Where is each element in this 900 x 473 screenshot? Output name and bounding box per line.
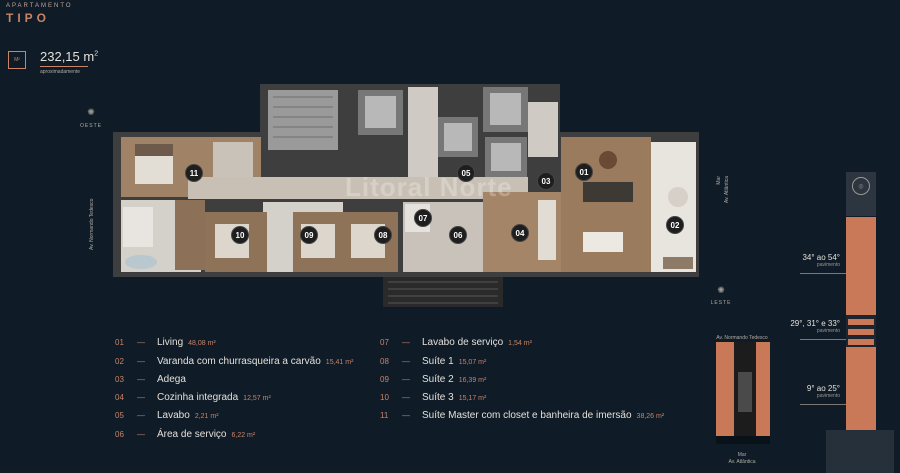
area-icon: M² xyxy=(8,51,26,69)
badge-04: 04 xyxy=(511,224,529,242)
legend-item-03: 03—Adega xyxy=(115,374,186,385)
badge-05: 05 xyxy=(457,164,475,182)
area-divider xyxy=(40,66,88,67)
map-street-top: Av. Normando Tedesco xyxy=(716,335,768,341)
badge-09: 09 xyxy=(300,226,318,244)
badge-07: 07 xyxy=(414,209,432,227)
building-base xyxy=(826,430,894,473)
plan-corridor xyxy=(188,177,528,199)
badge-02: 02 xyxy=(666,216,684,234)
badge-08: 08 xyxy=(374,226,392,244)
building-footprint xyxy=(738,372,752,412)
plan-balcony xyxy=(651,142,696,272)
floor-label-1: 34° ao 54°pavimento xyxy=(802,253,840,268)
floors-9-25 xyxy=(846,347,876,430)
floor-label-2: 29°, 31° e 33°pavimento xyxy=(790,319,840,334)
header-subtitle: APARTAMENTO xyxy=(6,3,73,9)
badge-10: 10 xyxy=(231,226,249,244)
sun-icon-west: ✺ xyxy=(87,107,95,117)
plan-dining-table xyxy=(583,232,623,252)
badge-01: 01 xyxy=(575,163,593,181)
badge-11: 11 xyxy=(185,164,203,182)
badge-03: 03 xyxy=(537,172,555,190)
map-street-bottom-1: Mar xyxy=(737,452,747,458)
floor-plan xyxy=(113,84,699,307)
area-value: 232,15 m2 xyxy=(40,49,99,64)
sun-icon-east: ✺ xyxy=(717,285,725,295)
watermark: Litoral Norte xyxy=(345,172,513,202)
compass-west: OESTE xyxy=(80,123,102,129)
page-title: TIPO xyxy=(6,11,51,25)
compass-east: LESTE xyxy=(710,300,732,306)
building-logo: ◎ xyxy=(852,177,870,195)
map-street-bottom-2: Av. Atlântica xyxy=(728,459,756,465)
badge-06: 06 xyxy=(449,226,467,244)
floor-label-3: 9° ao 25°pavimento xyxy=(806,384,840,399)
plan-sofa xyxy=(583,182,633,202)
plan-stairwell xyxy=(268,90,338,150)
street-right-avenue: Av. Atlântica xyxy=(724,176,730,204)
area-note: aproximadamente xyxy=(40,69,81,75)
legend-item-11: 11—Suíte Master com closet e banheira de… xyxy=(380,410,665,421)
street-right-mar: Mar xyxy=(716,176,722,185)
floors-34-54 xyxy=(846,217,876,315)
street-left: Av. Normando Tedesco xyxy=(89,198,95,250)
